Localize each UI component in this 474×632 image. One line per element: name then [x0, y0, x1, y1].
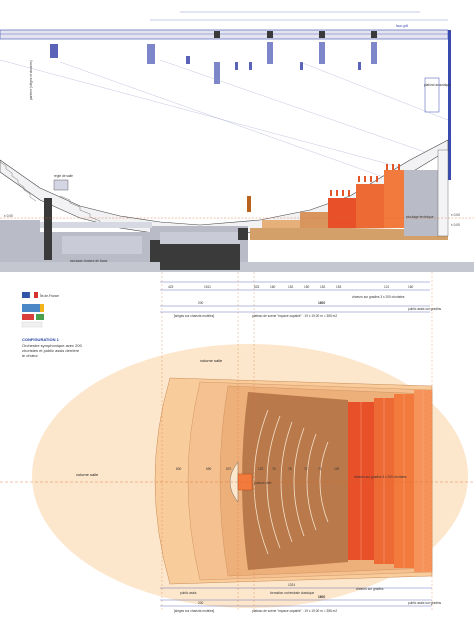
volume-salle-top: volume salle — [200, 358, 223, 363]
svg-text:122: 122 — [258, 467, 264, 471]
config-title: CONFIGURATION 1 — [22, 337, 60, 342]
base-dark — [160, 262, 240, 270]
plafond-label: plafond acoustique — [424, 83, 451, 87]
svg-text:70: 70 — [318, 467, 322, 471]
dim-bottom-row2-2: plateau de scène "espace capable" : 19 x… — [252, 609, 337, 613]
plan-mid-labels: 800 690 870 122 75 78 72 70 100 — [176, 467, 340, 471]
choeur-annotation-top: chœurs sur gradins 3 x 200 choristes — [352, 295, 405, 299]
svg-text:152: 152 — [320, 285, 326, 289]
dim-values-top: 423 1511 523 160 152 150 152 153 121 160 — [168, 285, 414, 289]
podium-label: podium chef — [254, 481, 271, 485]
dim-top-label-2: plateau de scène "espace capable" : 19 x… — [252, 314, 337, 318]
vertical-guides — [161, 272, 433, 610]
right-wall — [448, 30, 451, 180]
svg-text:1511: 1511 — [204, 285, 211, 289]
config-desc: Orchestre symphonique avec 200 choristes… — [22, 343, 82, 358]
svg-text:870: 870 — [226, 467, 232, 471]
chairs-store — [62, 236, 142, 254]
svg-text:153: 153 — [336, 285, 342, 289]
volume-salle-left: volume salle — [76, 472, 99, 477]
choir-figures — [330, 164, 400, 196]
svg-text:100: 100 — [334, 467, 340, 471]
svg-text:160: 160 — [270, 285, 276, 289]
dim-row-bottom — [160, 587, 432, 607]
dim-bottom-label-2: chœurs sur gradins — [356, 587, 384, 591]
dim-top-label-3: public assis sur gradins — [408, 307, 442, 311]
dim-top-1600: 1600 — [318, 301, 325, 305]
svg-text:690: 690 — [206, 467, 212, 471]
pit-floor — [160, 232, 240, 244]
svg-text:150: 150 — [304, 285, 310, 289]
dim-top-label-1: [sièges sur chariots mobiles] — [174, 314, 214, 318]
dim-bottom-1600: 1600 — [318, 595, 325, 599]
choir-lines — [360, 390, 424, 572]
regie-booth — [53, 179, 69, 191]
svg-text:152: 152 — [288, 285, 294, 289]
svg-text:523: 523 — [254, 285, 260, 289]
figures-top — [50, 44, 361, 70]
svg-text:800: 800 — [176, 467, 182, 471]
dim-bottom-label-1: formation orchestrale classique — [270, 591, 314, 595]
right-stairs — [437, 149, 449, 237]
svg-text:423: 423 — [168, 285, 174, 289]
stockage-block — [404, 170, 438, 236]
section-vertical-label: parterre (sièges et dossiers) — [29, 60, 33, 100]
config-desc-wrap: Orchestre symphonique avec 200 choristes… — [22, 343, 82, 358]
level-right-2: ± 0.00 — [451, 223, 460, 227]
stockage-label: stockage technique — [406, 215, 434, 219]
regie-label: régie de salle — [54, 174, 73, 178]
dim-top-200: 200 — [198, 301, 204, 305]
level-left: ± 0.00 — [4, 214, 13, 218]
column-dark-left — [44, 198, 52, 260]
dim-row-top — [160, 281, 430, 313]
orchestra-risers — [250, 170, 448, 240]
catwalk-markers — [214, 31, 377, 38]
dim-bottom-200: 200 — [198, 601, 204, 605]
svg-text:75: 75 — [272, 467, 276, 471]
column-markers — [147, 42, 377, 84]
dim-bottom-row2-3: public assis sur gradins — [408, 601, 442, 605]
dim-bottom-row2-1: [sièges sur chariots mobiles] — [174, 609, 214, 613]
top-dim-lines — [150, 11, 448, 21]
brand-text: Île-de-France — [39, 294, 59, 298]
legend-logos: Île-de-France — [21, 291, 59, 328]
section-band — [40, 222, 152, 228]
level-right: ± 0.00 — [451, 213, 460, 217]
faux-grill-label: faux-grill — [396, 24, 408, 28]
podium-block — [238, 228, 248, 240]
right-wall-panel — [424, 77, 440, 113]
conductor-figure — [247, 196, 251, 212]
dim-bottom-1024: 1024 — [288, 583, 295, 587]
sight-lines — [0, 59, 449, 201]
svg-text:78: 78 — [288, 467, 292, 471]
svg-text:160: 160 — [408, 285, 414, 289]
orchestra-area — [242, 392, 348, 570]
stockage-chaises: stockage chaises de fosse — [70, 259, 108, 263]
svg-text:121: 121 — [384, 285, 390, 289]
catwalk-band — [0, 29, 449, 40]
choir-label: chœurs sur gradins 3 x 200 choristes — [354, 475, 407, 479]
dim-bottom-label-3: public assis — [180, 591, 197, 595]
svg-text:72: 72 — [304, 467, 308, 471]
